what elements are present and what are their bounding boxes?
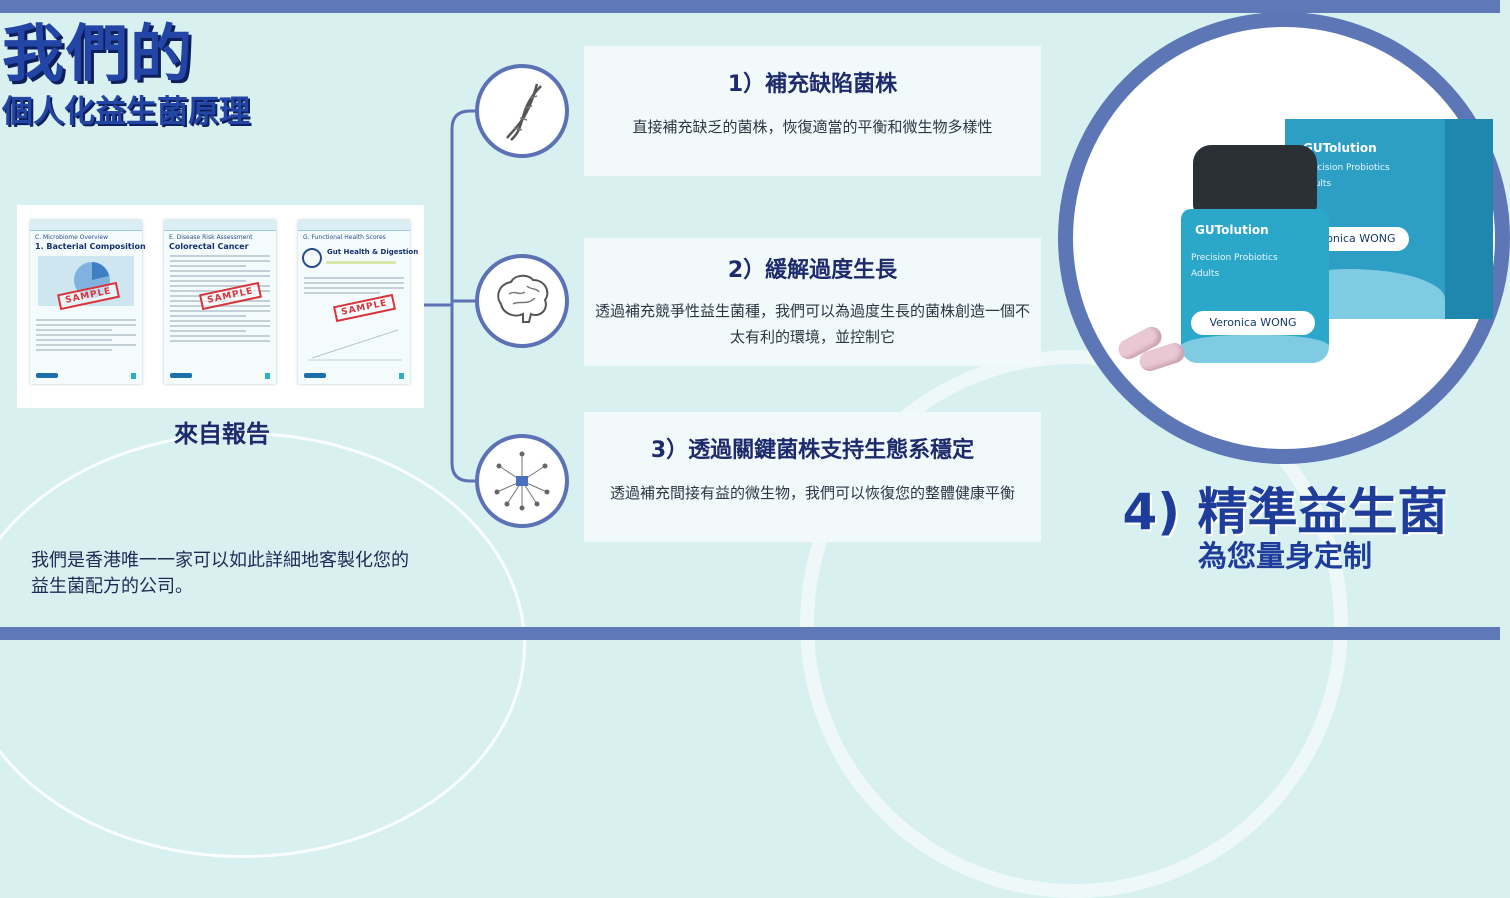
report-page-table <box>30 316 142 354</box>
report-preview-panel: C. Microbiome Overview 1. Bacterial Comp… <box>17 205 424 408</box>
company-description: 我們是香港唯一一家可以如此詳細地客製化您的益生菌配方的公司。 <box>31 550 409 597</box>
card-title: 3）透過關鍵菌株支持生態系穩定 <box>650 438 975 463</box>
top-band <box>0 0 1500 13</box>
connector-lines <box>424 109 475 483</box>
network-icon <box>475 434 569 528</box>
report-page-header <box>164 220 276 231</box>
report-page-scores: G. Functional Health Scores Gut Health &… <box>298 220 418 384</box>
report-page-header <box>30 220 142 231</box>
precision-probiotics-headline: 4) 精準益生菌 <box>1122 483 1448 541</box>
card-replenish-strains: 1）補充缺陷菌株 直接補充缺乏的菌株，恢復適當的平衡和微生物多樣性 <box>584 46 1041 176</box>
box-line: Precision Probiotics <box>1303 163 1390 173</box>
trend-chart-icon <box>308 329 402 361</box>
card-ecosystem-stability: 3）透過關鍵菌株支持生態系穩定 透過補充間接有益的微生物，我們可以恢復您的整體健… <box>584 412 1041 542</box>
report-page-footer <box>304 373 404 379</box>
report-page-text <box>298 274 410 297</box>
page-title: 我們的 <box>2 17 195 90</box>
report-page-title: 1. Bacterial Composition <box>35 242 146 251</box>
report-page-header <box>298 220 410 231</box>
product-jar: GUTolution Precision Probiotics Adults V… <box>1181 209 1329 363</box>
bottom-band <box>0 627 1500 640</box>
card-relieve-overgrowth: 2）緩解過度生長 透過補充競爭性益生菌種，我們可以為過度生長的菌株創造一個不太有… <box>584 238 1041 366</box>
product-circle: GUTolution Precision Probiotics Adults V… <box>1058 12 1510 464</box>
jar-brand: GUTolution <box>1195 223 1269 237</box>
background-arc <box>0 432 526 858</box>
report-page-footer <box>170 373 270 379</box>
card-title: 2）緩解過度生長 <box>727 258 898 283</box>
page-subtitle: 個人化益生菌原理 <box>2 94 250 130</box>
dna-icon <box>475 64 569 158</box>
report-page-footer <box>36 373 136 379</box>
jar-wave-decor <box>1181 335 1329 363</box>
jar-variant: Adults <box>1191 269 1220 279</box>
card-body: 直接補充缺乏的菌株，恢復適當的平衡和微生物多樣性 <box>632 118 993 136</box>
report-page-title: Gut Health & Digestion <box>327 248 419 256</box>
card-body: 透過補充競爭性益生菌種，我們可以為過度生長的菌株創造一個不太有利的環境，並控制它 <box>594 302 1030 346</box>
precision-probiotics-subheadline: 為您量身定制 <box>1197 539 1372 573</box>
card-body: 透過補充間接有益的微生物，我們可以恢復您的整體健康平衡 <box>609 484 1015 502</box>
box-variant: Adults <box>1303 179 1332 189</box>
score-gauge-icon <box>302 248 396 268</box>
jar-lid <box>1193 145 1317 215</box>
report-page-heading: G. Functional Health Scores <box>303 234 386 241</box>
report-page-title: Colorectal Cancer <box>169 242 249 251</box>
card-title: 1）補充缺陷菌株 <box>727 72 898 97</box>
report-caption: 來自報告 <box>174 420 270 448</box>
jar-customer-label: Veronica WONG <box>1191 311 1315 335</box>
report-page-composition: C. Microbiome Overview 1. Bacterial Comp… <box>30 220 146 384</box>
report-page-heading: E. Disease Risk Assessment <box>169 234 253 241</box>
brain-icon <box>475 254 569 348</box>
report-page-heading: C. Microbiome Overview <box>35 234 108 241</box>
product-image: GUTolution Precision Probiotics Adults V… <box>1073 27 1495 449</box>
product-box-side <box>1445 119 1493 319</box>
box-brand: GUTolution <box>1303 141 1377 155</box>
report-page-risk: E. Disease Risk Assessment Colorectal Ca… <box>164 220 276 384</box>
jar-line: Precision Probiotics <box>1191 253 1278 263</box>
